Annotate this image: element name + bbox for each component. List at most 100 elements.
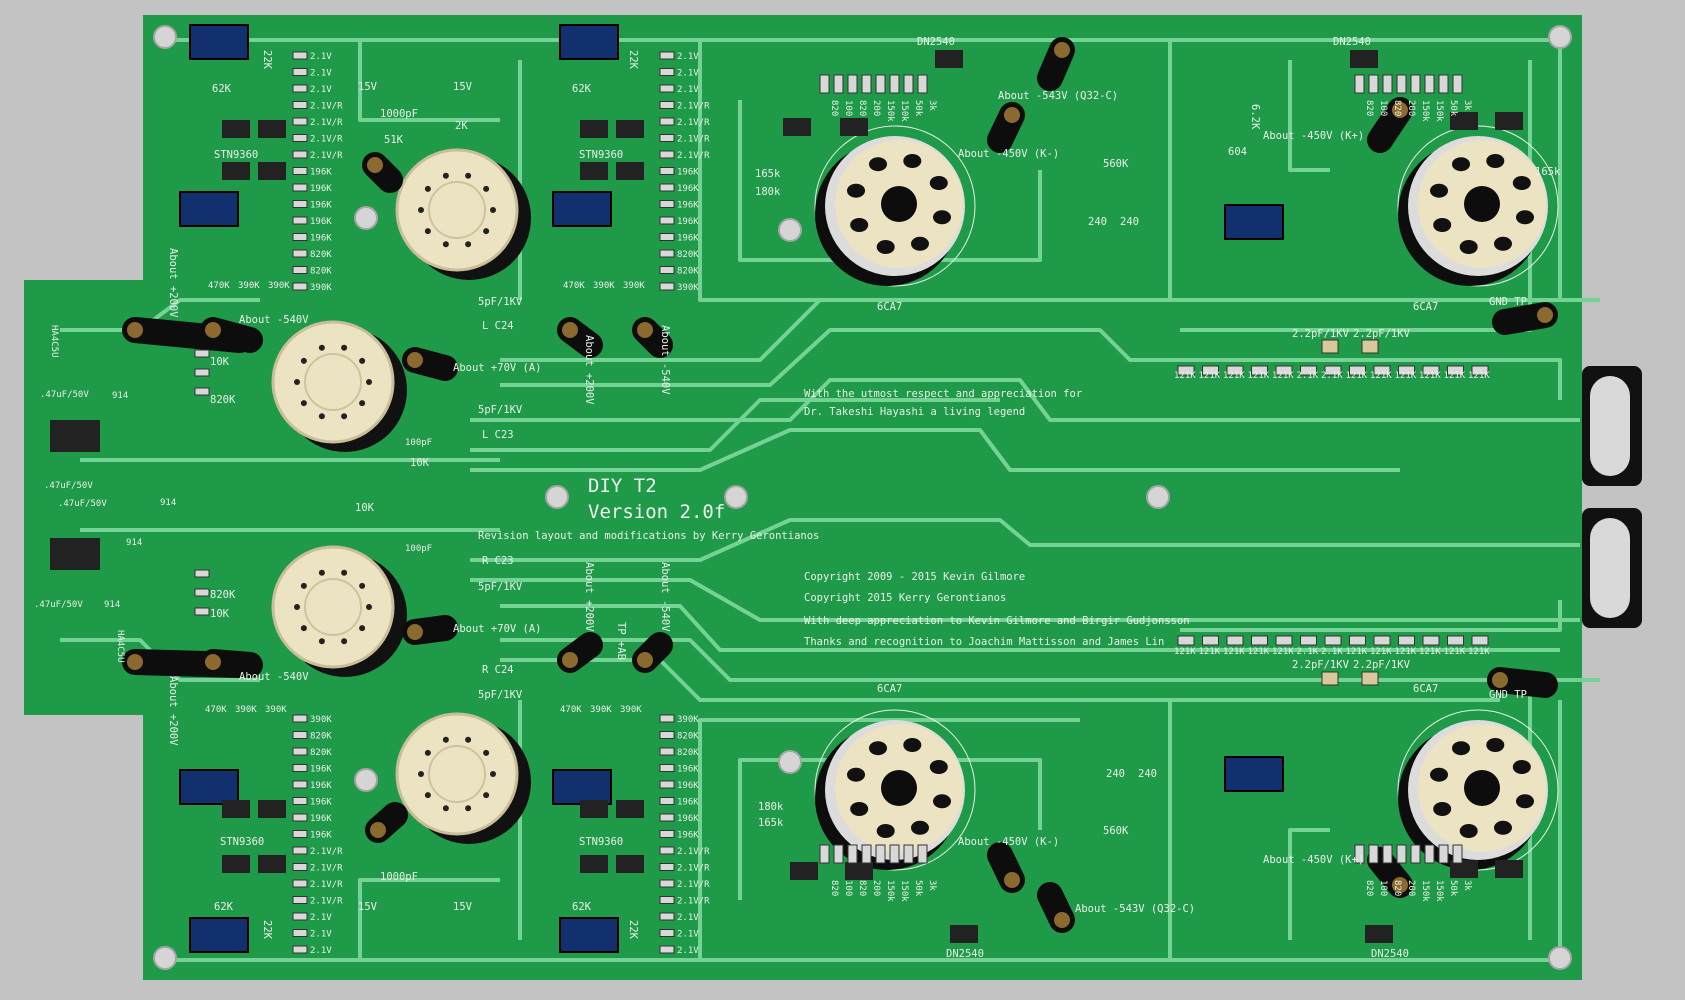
smd-resistor (1410, 74, 1421, 94)
xlr-connector-top[interactable] (1582, 366, 1642, 486)
smd-transistor (1450, 860, 1478, 878)
smd-resistor (659, 51, 675, 60)
socket-key-hole (1464, 770, 1500, 806)
driver-resistor-label: 100 (843, 100, 853, 116)
smd-transistor (616, 800, 644, 818)
test-point-pad (205, 654, 221, 670)
test-point-pad (127, 322, 143, 338)
socket-pin-hole (1493, 236, 1512, 251)
column-value-label: 196K (310, 798, 332, 808)
xlr-connector-bottom[interactable] (1582, 508, 1642, 628)
mounting-hole (153, 25, 177, 49)
resistor-label: 6.2K (1249, 104, 1261, 130)
socket-pin-hole (300, 625, 307, 632)
smd-resistor (292, 830, 308, 838)
smd-resistor (292, 68, 308, 76)
driver-resistor-label: 100 (1378, 880, 1388, 896)
credit-line-1: Copyright 2009 - 2015 Kevin Gilmore (804, 571, 1025, 583)
socket-pin-hole (424, 185, 431, 192)
smd-resistor (292, 101, 308, 109)
voltage-label-vertical: About +200V (583, 562, 595, 632)
socket-pin-hole (876, 823, 895, 838)
bias-resistor-label: 390K (590, 705, 612, 715)
smd-transistor (1495, 860, 1523, 878)
socket-pin-hole (1515, 794, 1534, 809)
socket-pin-hole (424, 228, 431, 235)
test-point-pad (1054, 42, 1070, 58)
smd-resistor (833, 844, 844, 864)
resistor-row-label: 121K (1272, 371, 1294, 381)
socket-pin-hole (910, 236, 929, 251)
smd-resistor (1177, 635, 1195, 646)
resistor-row-label: 121K (1346, 647, 1368, 657)
smd-resistor (292, 929, 308, 937)
socket-pin-hole (1512, 176, 1531, 191)
smd-resistor (1452, 844, 1463, 864)
smd-resistor (292, 200, 308, 208)
resistor-label: 22K (627, 920, 639, 940)
zener-label: 15V (453, 901, 473, 913)
column-value-label: 196K (310, 184, 332, 194)
smd-capacitor (1361, 671, 1379, 686)
column-value-label: 390K (677, 283, 699, 293)
socket-pin-hole (366, 379, 372, 385)
driver-resistor-label: 820 (1392, 100, 1402, 116)
part-label: DN2540 (946, 948, 984, 960)
smd-transistor (840, 118, 868, 136)
socket-pin-hole (483, 228, 490, 235)
trimmer-potentiometer (189, 24, 249, 60)
socket-pin-hole (483, 792, 490, 799)
smd-resistor (194, 368, 210, 377)
column-value-label: 196K (677, 765, 699, 775)
smd-resistor (659, 896, 675, 904)
smd-resistor (659, 780, 675, 789)
cap-label: 5pF/1KV (478, 404, 523, 416)
smd-transistor (258, 162, 286, 180)
socket-pin-hole (1430, 767, 1449, 782)
socket-pin-hole (1452, 741, 1471, 756)
part-label: STN9360 (220, 836, 264, 848)
traces-layer (60, 38, 1600, 962)
copper-trace (470, 428, 1400, 472)
smd-capacitor (1361, 339, 1379, 354)
test-point-pad (367, 157, 383, 173)
smd-resistor (292, 51, 308, 60)
smd-resistor (659, 233, 675, 241)
smd-resistor (833, 74, 844, 94)
copper-trace (698, 40, 1080, 302)
socket-pin-hole (359, 357, 366, 364)
gnd-tp-label-top: GND TP (1489, 296, 1527, 308)
smd-resistor (194, 588, 210, 597)
smd-resistor (1368, 844, 1379, 864)
smd-transistor (935, 50, 963, 68)
column-value-label: 196K (677, 201, 699, 211)
tube-label-tl: 6CA7 (877, 301, 902, 313)
copper-trace (358, 40, 500, 122)
resistor-label: 62K (572, 901, 592, 913)
smd-resistor (1354, 74, 1365, 94)
resistor-label: 165k (755, 168, 781, 180)
socket-pin-hole (490, 207, 496, 213)
smd-resistor (1177, 365, 1195, 376)
smd-resistor (1424, 74, 1435, 94)
copper-trace (698, 718, 1080, 960)
smd-transistor (616, 120, 644, 138)
bias-resistor-label: 390K (238, 281, 260, 291)
socket-pin-hole (483, 749, 490, 756)
cap-label: 100pF (405, 544, 432, 554)
smd-resistor (659, 764, 675, 772)
resistor-label: 240 (1088, 216, 1107, 228)
driver-resistor-label: 3k (1462, 880, 1472, 891)
smd-resistor (659, 945, 675, 954)
smd-resistor (292, 747, 308, 756)
smd-resistor (659, 167, 675, 175)
mounting-hole (778, 218, 802, 242)
tube-outline (814, 125, 976, 287)
column-value-label: 196K (310, 814, 332, 824)
column-value-label: 196K (310, 234, 332, 244)
smd-resistor (819, 74, 830, 94)
driver-resistor-label: 150k (899, 100, 909, 122)
bias-resistor-label: 390K (593, 281, 615, 291)
smd-resistor (659, 282, 675, 291)
